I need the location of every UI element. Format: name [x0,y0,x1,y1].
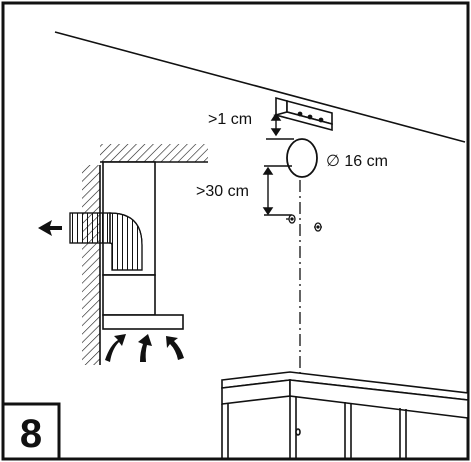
step-number-box [1,402,61,461]
mounting-bracket [272,96,333,132]
dimension-top [266,112,294,140]
arrow-up-icon [105,334,184,362]
hood-canopy [102,314,184,330]
kitchen-cabinet [221,371,469,459]
flexible-duct [69,212,143,271]
ceiling-hatch [100,144,208,162]
screw-left [286,214,296,224]
label-gap-bracket: >30 cm [196,183,249,200]
label-gap-top: >1 cm [208,111,252,128]
screw-right [314,222,322,232]
ceiling-line [54,31,466,143]
dimension-bracket [262,165,292,216]
wall-hatch [82,165,100,365]
duct-opening [286,138,318,178]
arrow-left-icon [38,220,62,236]
label-diameter: ∅ 16 cm [326,153,388,170]
step-number: 8 [20,412,42,456]
